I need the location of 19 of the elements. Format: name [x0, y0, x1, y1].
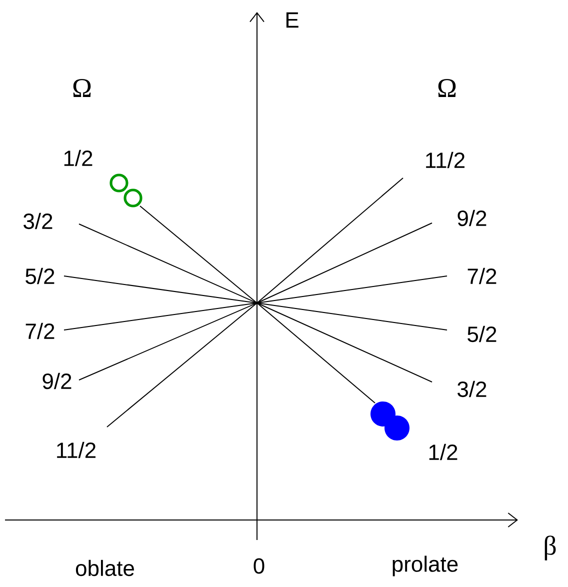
omega-value-label: 1/2: [64, 150, 92, 166]
omega-value-label: 9/2: [42, 372, 72, 390]
omega-value-label: 5/2: [26, 268, 54, 284]
omega-value-label: 5/2: [468, 326, 496, 342]
symbol-label: β: [544, 536, 556, 560]
omega-value-label: 11/2: [426, 152, 464, 168]
axis-label: 0: [254, 558, 264, 574]
symbol-label: Ω: [73, 79, 91, 97]
omega-value-label: 7/2: [468, 268, 496, 284]
axis-label: oblate: [76, 560, 134, 576]
omega-value-label: 7/2: [26, 322, 54, 340]
axis-label: E: [286, 12, 298, 28]
axis-label: prolate: [392, 556, 458, 576]
omega-value-label: 1/2: [429, 444, 458, 460]
omega-value-label: 9/2: [458, 210, 486, 226]
omega-value-label: 11/2: [57, 442, 96, 458]
symbol-label: Ω: [438, 79, 456, 97]
omega-value-label: 3/2: [24, 212, 52, 230]
omega-value-label: 3/2: [458, 380, 486, 398]
